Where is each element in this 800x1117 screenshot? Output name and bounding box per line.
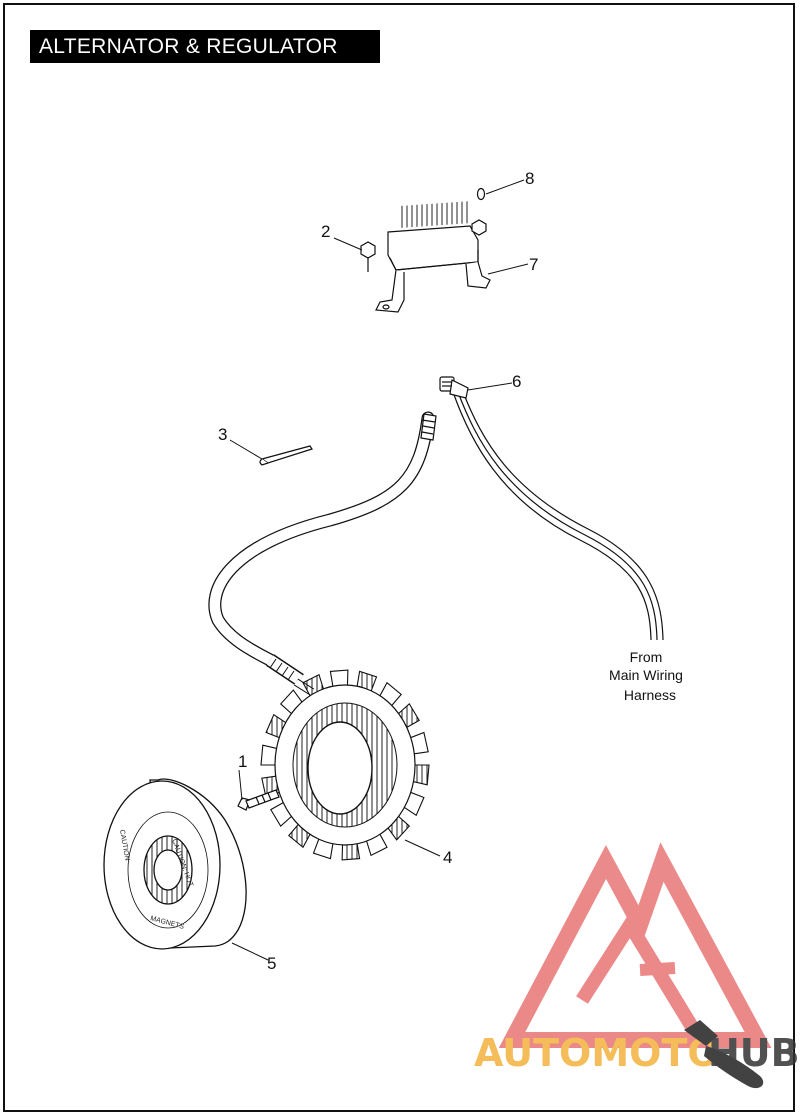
callout-1: 1 [238,752,247,771]
watermark-text-left: AUTOMOTO [474,1031,720,1075]
harness-note-line-2: Main Wiring [609,667,683,683]
nut-part-7 [471,219,487,236]
stator-connector [420,413,437,441]
watermark-logo: AUTOMOTO HUB [474,842,800,1089]
voltage-regulator [375,201,491,313]
stator-cable [208,411,435,696]
stator [260,669,430,861]
callout-2: 2 [321,222,330,241]
page-frame [3,3,795,1112]
harness-connector [439,376,469,399]
nut-part-2 [360,241,376,272]
callout-3: 3 [218,425,227,444]
callout-5: 5 [267,954,276,973]
leader-lines [229,179,529,961]
stator-bolt [237,789,280,811]
callout-4: 4 [443,848,452,867]
rotor: CAUTION: HOT CAUTION MAGNETS [103,778,247,950]
callout-8: 8 [525,169,534,188]
washer-part-8 [476,187,486,201]
harness-note-line-3: Harness [624,687,676,703]
callout-6: 6 [512,372,521,391]
tie-strap [259,445,313,466]
diagram-title: ALTERNATOR & REGULATOR [30,30,380,63]
callout-7: 7 [529,255,538,274]
harness-note-line-1: From [630,649,663,665]
regulator-harness [452,391,664,641]
